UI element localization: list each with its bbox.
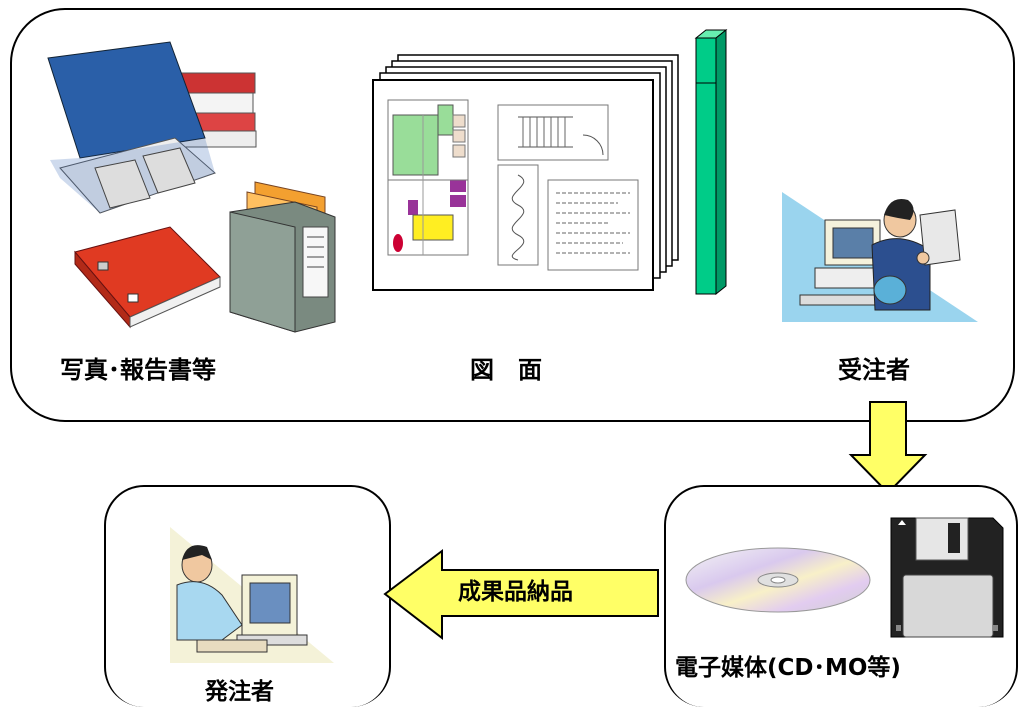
media-label: 電子媒体(CD･MO等) — [675, 655, 901, 681]
down-arrow — [848, 401, 928, 495]
drawings-label: 図 面 — [470, 356, 542, 384]
cd-disc-icon — [685, 547, 871, 613]
contractor-label: 受注者 — [838, 356, 910, 384]
delivery-arrow — [383, 548, 659, 641]
stack-of-books-icon — [47, 41, 257, 214]
file-box-icon — [229, 181, 336, 333]
photos-reports-label: 写真･報告書等 — [60, 356, 216, 384]
pillar-icon — [694, 28, 728, 296]
floppy-disk-icon — [890, 517, 1004, 638]
contractor-at-computer-icon — [782, 192, 978, 322]
orderer-label: 発注者 — [205, 679, 274, 705]
red-binder-icon — [74, 226, 221, 329]
drawing-sheets-icon — [372, 54, 679, 291]
delivery-label: 成果品納品 — [458, 579, 573, 605]
orderer-at-computer-icon — [170, 527, 334, 663]
